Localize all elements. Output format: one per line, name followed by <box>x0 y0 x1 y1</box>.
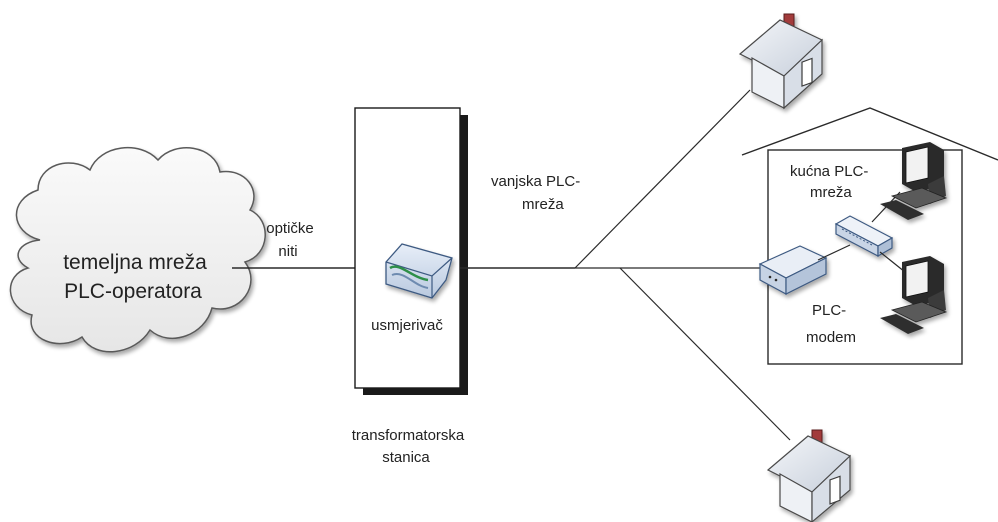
cloud-shape <box>9 146 266 353</box>
house-icon-bottom <box>766 429 852 522</box>
plc-modem-icon <box>758 245 828 296</box>
computer-icon-top <box>880 142 948 220</box>
outdoor-plc-label-line2: mreža <box>522 196 564 213</box>
router-label: usmjerivač <box>371 317 443 334</box>
branch-to-upper-house <box>574 89 751 269</box>
switch-to-pc-bottom-line <box>879 251 906 273</box>
router-icon <box>385 243 453 299</box>
fiber-label-line1: optičke <box>266 220 314 237</box>
computer-icon-bottom <box>880 256 948 334</box>
branch-to-lower-house <box>619 267 791 441</box>
modem-label-line2: modem <box>806 329 856 346</box>
substation-label-line2: stanica <box>382 449 430 466</box>
core-network-cloud <box>9 146 266 353</box>
home-outline <box>741 107 998 365</box>
house-icon-top <box>738 13 824 110</box>
cloud-label-line2: PLC-operatora <box>64 280 202 303</box>
home-plc-label-line2: mreža <box>810 184 852 201</box>
cloud-label-line1: temeljna mreža <box>63 251 207 274</box>
outdoor-plc-label-line1: vanjska PLC- <box>491 173 580 190</box>
substation-label-line1: transformatorska <box>352 427 465 444</box>
network-switch-icon <box>834 215 894 258</box>
modem-to-switch-line <box>817 244 851 261</box>
fiber-label-line2: niti <box>278 243 297 260</box>
home-plc-label-line1: kućna PLC- <box>790 163 868 180</box>
modem-label-line1: PLC- <box>812 302 846 319</box>
